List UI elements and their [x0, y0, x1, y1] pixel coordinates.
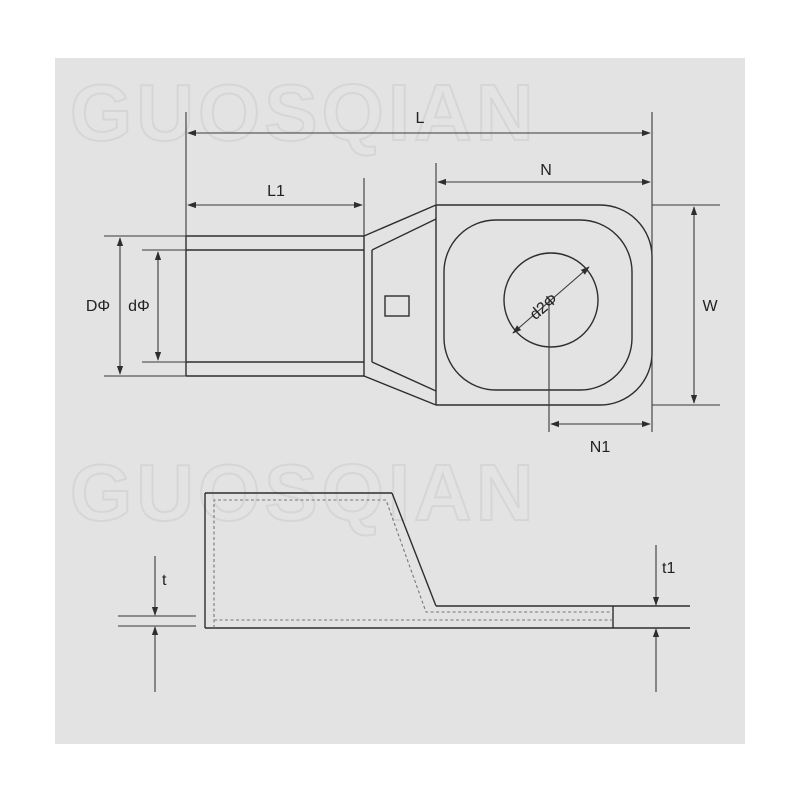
label-t1: t1	[662, 560, 675, 577]
dim-t: t	[118, 556, 196, 692]
label-d: dΦ	[128, 298, 150, 315]
side-profile	[204, 492, 690, 629]
palm	[436, 204, 653, 432]
svg-text:GUOSQIAN: GUOSQIAN	[70, 68, 538, 157]
extension-lines	[104, 112, 720, 432]
watermark: GUOSQIAN GUOSQIAN	[69, 67, 538, 538]
label-N1: N1	[590, 439, 611, 456]
neck	[363, 204, 437, 406]
barrel	[185, 235, 365, 377]
label-t: t	[162, 572, 167, 589]
dimension-labels: L L1 N N1 W DΦ dΦ d2Φ	[86, 110, 719, 456]
hidden-inner-profile	[213, 499, 613, 628]
label-D: DΦ	[86, 298, 110, 315]
dim-d2	[512, 266, 590, 334]
drawing-panel	[55, 58, 745, 744]
label-L1: L1	[267, 183, 285, 200]
stud-hole	[503, 252, 599, 348]
label-N: N	[540, 162, 552, 179]
inspection-window	[384, 295, 410, 317]
top-view: L L1 N N1 W DΦ dΦ d2Φ	[86, 110, 720, 456]
dim-t1: t1	[652, 545, 675, 692]
label-L: L	[416, 110, 425, 127]
label-W: W	[702, 298, 718, 315]
dimension-lines	[116, 129, 698, 428]
side-view: t t1	[118, 492, 690, 692]
